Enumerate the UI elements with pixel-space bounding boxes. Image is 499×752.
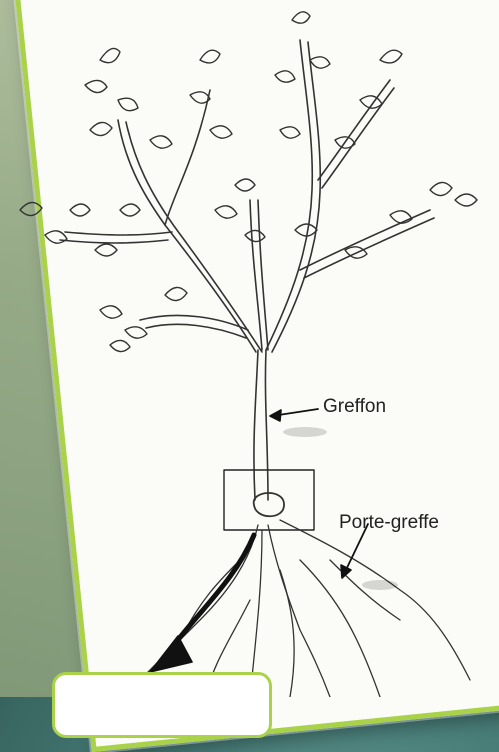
branch-right xyxy=(266,40,312,350)
graft-arrow xyxy=(170,535,254,650)
branch-far-right xyxy=(300,210,434,278)
branch-mid-right xyxy=(318,80,394,188)
tree-drawing xyxy=(0,0,499,697)
branch-far-left xyxy=(60,232,172,243)
caption-box xyxy=(52,672,272,738)
trunk xyxy=(254,350,268,500)
branch-right-b xyxy=(272,42,320,352)
graft-arrow-head xyxy=(150,636,192,672)
branch-left-b xyxy=(126,122,262,352)
branch-top-left2 xyxy=(165,90,210,225)
branch-low-left xyxy=(140,315,248,338)
graft-union xyxy=(254,493,284,516)
scion-label: Greffon xyxy=(323,396,386,418)
branch-center xyxy=(250,200,268,350)
graft-box xyxy=(224,470,314,530)
rootstock-label: Porte-greffe xyxy=(339,512,439,534)
leaves xyxy=(20,12,477,352)
branch-left xyxy=(118,120,256,352)
scion-pointer-head xyxy=(270,410,281,421)
roots xyxy=(130,520,470,697)
